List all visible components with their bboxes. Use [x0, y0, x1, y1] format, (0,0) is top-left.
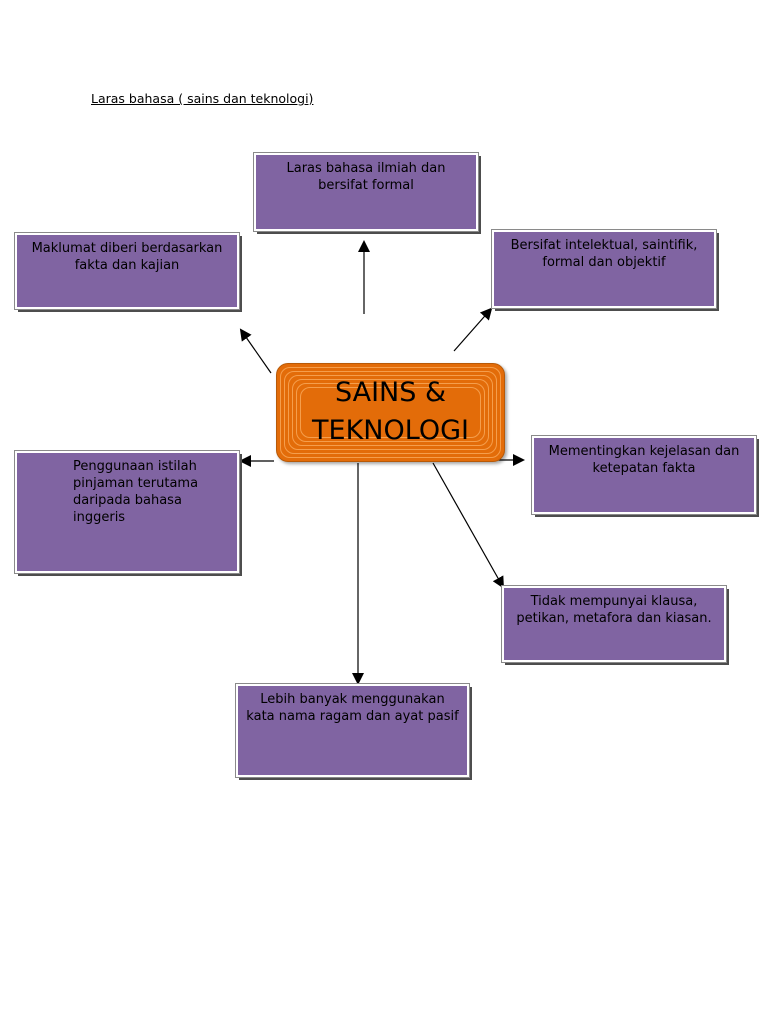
arrow-to-bottom-right [432, 462, 504, 589]
node-right: Mementingkan kejelasan dan ketepatan fak… [531, 435, 757, 515]
arrow-to-top-right [453, 307, 493, 352]
node-top-left: Maklumat diberi berdasarkan fakta dan ka… [14, 232, 240, 310]
node-top-right: Bersifat intelektual, saintifik, formal … [491, 229, 717, 309]
page-title: Laras bahasa ( sains dan teknologi) [91, 91, 314, 106]
central-node-line2: TEKNOLOGI [312, 415, 469, 446]
central-node: SAINS & TEKNOLOGI [276, 363, 505, 462]
node-bottom: Lebih banyak menggunakan kata nama ragam… [235, 683, 470, 778]
arrow-to-top-left [239, 328, 272, 374]
node-top: Laras bahasa ilmiah dan bersifat formal [253, 152, 479, 232]
central-node-label: SAINS & TEKNOLOGI [277, 374, 504, 450]
central-node-line1: SAINS & [334, 377, 447, 408]
node-bottom-right: Tidak mempunyai klausa, petikan, metafor… [501, 585, 727, 663]
node-left: Penggunaan istilah pinjaman terutama dar… [14, 450, 240, 574]
